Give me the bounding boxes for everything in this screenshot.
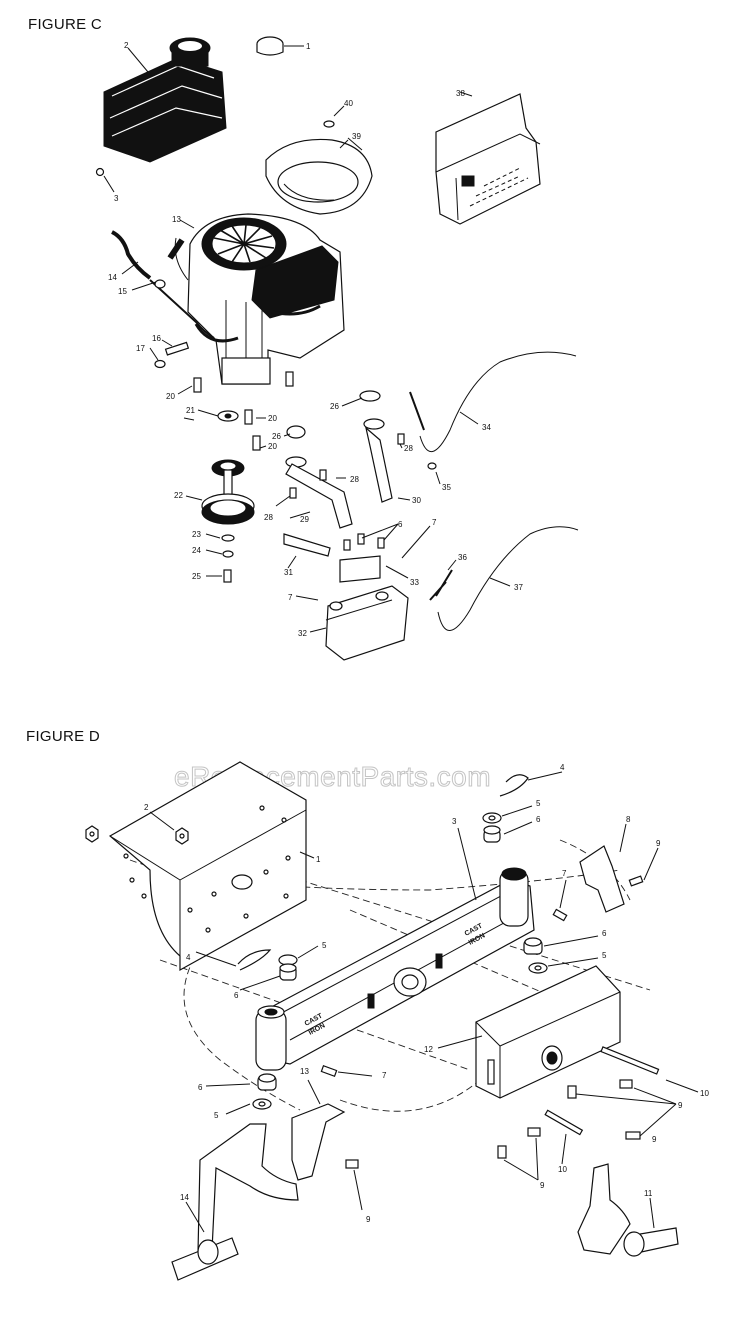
callout: 10 <box>558 1165 567 1174</box>
callout: 28 <box>264 513 273 522</box>
housing <box>435 91 541 225</box>
callout: 34 <box>482 423 491 432</box>
front-plate <box>108 761 307 972</box>
rear-plate <box>475 965 621 1099</box>
callout: 9 <box>366 1215 371 1224</box>
callout: 22 <box>174 491 183 500</box>
callout: 35 <box>442 483 451 492</box>
callout: 13 <box>172 215 181 224</box>
callout: 13 <box>300 1067 309 1076</box>
engine-shroud <box>265 105 373 215</box>
callout: 24 <box>192 546 201 555</box>
callout: 10 <box>700 1089 709 1098</box>
spindles <box>171 1123 679 1281</box>
callout: 8 <box>626 815 631 824</box>
callout: 5 <box>536 799 541 808</box>
steering-bracket <box>291 1103 346 1181</box>
control-levers <box>283 390 405 557</box>
callout: 20 <box>268 442 277 451</box>
bolts <box>320 875 660 1169</box>
callout: 40 <box>344 99 353 108</box>
figure-d-title: FIGURE D <box>26 728 101 745</box>
callout: 9 <box>678 1101 683 1110</box>
spindle-washers <box>252 812 548 1110</box>
callout: 31 <box>284 568 293 577</box>
callout: 33 <box>410 578 419 587</box>
callout: 6 <box>602 929 607 938</box>
figure-c-leaders <box>121 47 511 633</box>
callout: 26 <box>330 402 339 411</box>
callout: 7 <box>432 518 437 527</box>
callout: 17 <box>136 344 145 353</box>
callout: 6 <box>398 520 403 529</box>
callout: 4 <box>186 953 191 962</box>
callout: 28 <box>404 444 413 453</box>
callout: 5 <box>214 1111 219 1120</box>
callout: 16 <box>152 334 161 343</box>
callout: 37 <box>514 583 523 592</box>
figure-d-leaders <box>149 771 699 1233</box>
front-axle: CAST IRON CAST IRON <box>255 867 535 1071</box>
callout: 15 <box>118 287 127 296</box>
callout: 7 <box>288 593 293 602</box>
callout: 7 <box>382 1071 387 1080</box>
muffler-assembly <box>325 533 409 661</box>
callout: 11 <box>644 1189 653 1198</box>
figure-d-callouts: 2 1 4 6 5 3 4 5 6 8 9 7 6 5 12 6 5 7 13 … <box>144 763 709 1224</box>
engine <box>167 213 345 385</box>
callout: 25 <box>192 572 201 581</box>
callout: 6 <box>198 1083 203 1092</box>
figure-c-title: FIGURE C <box>28 16 103 33</box>
callout: 1 <box>316 855 321 864</box>
callout: 32 <box>298 629 307 638</box>
callout: 5 <box>322 941 327 950</box>
callout: 20 <box>268 414 277 423</box>
callout: 28 <box>350 475 359 484</box>
callout: 4 <box>560 763 565 772</box>
callout: 9 <box>652 1135 657 1144</box>
cotter-pin <box>499 774 529 797</box>
callout: 9 <box>656 839 661 848</box>
pulley-assembly <box>201 459 255 583</box>
callout: 30 <box>412 496 421 505</box>
callout: 14 <box>108 273 117 282</box>
control-cables <box>409 351 579 631</box>
callout: 39 <box>352 132 361 141</box>
callout: 3 <box>452 817 457 826</box>
callout: 1 <box>306 42 311 51</box>
callout: 9 <box>540 1181 545 1190</box>
fuel-cap <box>256 36 304 56</box>
cotter-pin <box>237 949 272 971</box>
callout: 2 <box>144 803 149 812</box>
callout: 29 <box>300 515 309 524</box>
callout: 20 <box>166 392 175 401</box>
callout: 23 <box>192 530 201 539</box>
figure-c-callouts: 1 2 3 13 14 15 16 17 20 21 20 20 22 23 2… <box>108 41 523 638</box>
callout: 21 <box>186 406 195 415</box>
callout: 12 <box>424 1045 433 1054</box>
bracket <box>579 845 625 913</box>
callout: 26 <box>272 432 281 441</box>
callout: 3 <box>114 194 119 203</box>
figure-d-diagram: eReplacementParts.com <box>85 761 709 1281</box>
callout: 6 <box>536 815 541 824</box>
callout: 36 <box>458 553 467 562</box>
frame-outline <box>129 839 651 1112</box>
callout: 5 <box>602 951 607 960</box>
callout: 7 <box>562 869 567 878</box>
fuel-tank <box>103 37 227 163</box>
callout: 2 <box>124 41 129 50</box>
engine-bolts <box>193 371 294 451</box>
figure-c-diagram: 1 2 3 13 14 15 16 17 20 21 20 20 22 23 2… <box>95 36 579 661</box>
callout: 14 <box>180 1193 189 1202</box>
nuts <box>85 825 189 845</box>
callout: 38 <box>456 89 465 98</box>
callout: 6 <box>234 991 239 1000</box>
